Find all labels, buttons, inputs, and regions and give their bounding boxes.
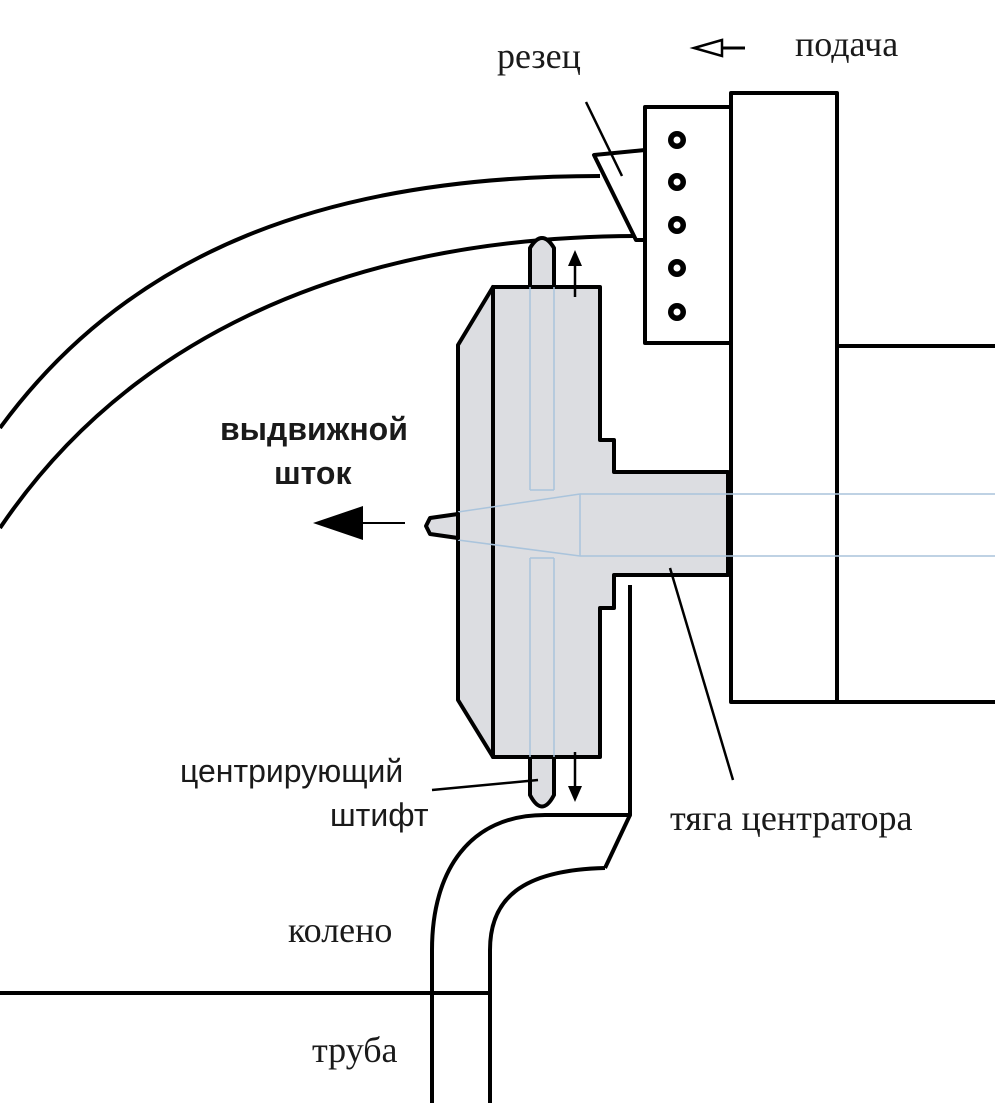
extending-rod-tip bbox=[424, 512, 460, 540]
centering-pin-leader bbox=[431, 778, 539, 792]
elbow-lower-outer bbox=[430, 813, 546, 1103]
centralizer-rod-label: тяга центратора bbox=[670, 798, 913, 838]
tool-holder-plate bbox=[643, 105, 733, 345]
centralizer-disk bbox=[456, 285, 495, 759]
extending-rod-label-line1: выдвижной bbox=[220, 411, 408, 447]
pin-arrow-bottom bbox=[568, 752, 582, 802]
pin-arrow-top bbox=[568, 250, 582, 297]
machine-housing bbox=[835, 344, 995, 704]
tool-holder bbox=[643, 105, 733, 345]
cutter-blade bbox=[592, 148, 647, 242]
centering-pin-top bbox=[528, 236, 556, 289]
feed-label: подача bbox=[795, 24, 898, 64]
elbow-inner-wall bbox=[0, 234, 641, 530]
cutter-label: резец bbox=[497, 36, 581, 76]
pipe-label: труба bbox=[312, 1030, 398, 1070]
centering-pin-label-line1: центрирующий bbox=[180, 753, 403, 789]
feed-arrow bbox=[689, 38, 745, 58]
cutter-leader bbox=[584, 101, 624, 177]
elbow-label: колено bbox=[288, 910, 392, 950]
centering-pin-label-line2: штифт bbox=[330, 797, 429, 833]
centralizer-rod-leader bbox=[668, 567, 735, 781]
centering-pin-bottom bbox=[528, 755, 556, 809]
elbow-outer-wall bbox=[0, 174, 601, 430]
extending-rod-label-line2: шток bbox=[274, 455, 352, 491]
elbow-lower-inner bbox=[488, 866, 606, 1103]
elbow-pipe bbox=[0, 174, 641, 1103]
centralizer-body bbox=[491, 285, 730, 759]
elbow-end-face-chamfer bbox=[603, 814, 632, 869]
rod-extension-arrow bbox=[313, 506, 405, 540]
centralizer bbox=[424, 236, 995, 809]
machine-body bbox=[729, 91, 839, 704]
